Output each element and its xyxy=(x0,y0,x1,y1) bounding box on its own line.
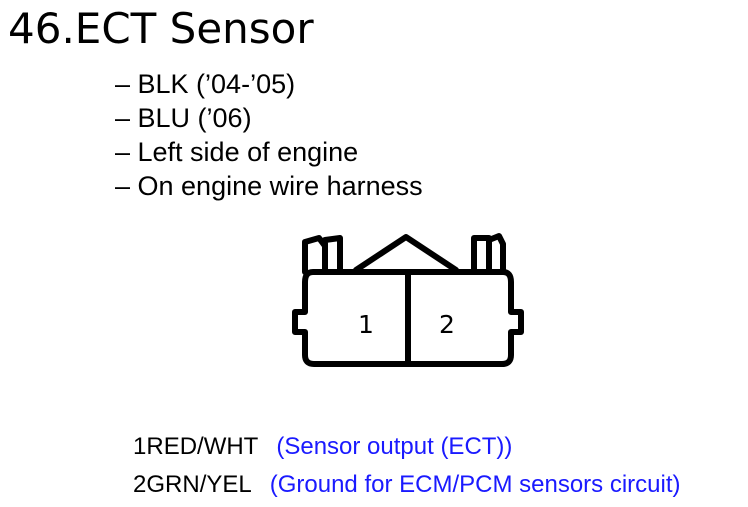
connector-left-tab xyxy=(302,235,343,275)
page-title: 46.ECT Sensor xyxy=(8,4,314,53)
legend-pin: 2 xyxy=(133,471,147,498)
sensor-details-list: – BLK (’04-’05) – BLU (’06) – Left side … xyxy=(115,67,423,203)
legend-row: 1RED/WHT (Sensor output (ECT)) xyxy=(133,428,681,466)
legend-description: (Sensor output (ECT)) xyxy=(276,433,513,460)
connector-right-tab xyxy=(471,233,506,275)
legend-description: (Ground for ECM/PCM sensors circuit) xyxy=(269,471,681,498)
pin-legend: 1RED/WHT (Sensor output (ECT)) 2GRN/YEL (G… xyxy=(133,428,681,504)
bullet-color-late: – BLU (’06) xyxy=(115,103,252,133)
connector-latch xyxy=(353,234,459,273)
pin-label-2: 2 xyxy=(439,310,455,339)
connector-body xyxy=(292,269,524,367)
legend-wire: RED/WHT xyxy=(146,433,259,460)
bullet-location: – Left side of engine xyxy=(115,137,359,167)
pin-label-1: 1 xyxy=(358,310,374,339)
legend-row: 2GRN/YEL (Ground for ECM/PCM sensors circ… xyxy=(133,466,681,504)
legend-pin: 1 xyxy=(133,433,147,460)
bullet-harness: – On engine wire harness xyxy=(115,171,423,201)
bullet-color-early: – BLK (’04-’05) xyxy=(115,69,296,99)
legend-wire: GRN/YEL xyxy=(146,471,252,498)
